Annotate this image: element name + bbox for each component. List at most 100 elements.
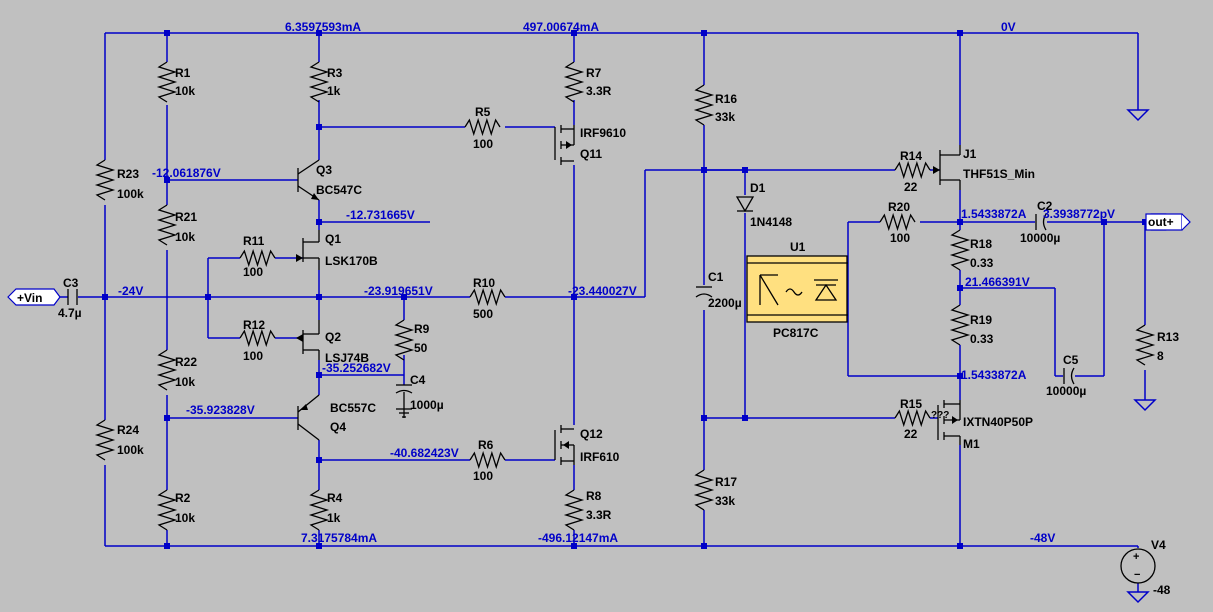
component-ref: R18	[970, 237, 992, 251]
resistor-r3[interactable]	[308, 61, 330, 103]
resistor-r6[interactable]	[469, 450, 506, 470]
resistor-r9[interactable]	[393, 319, 415, 361]
resistor-r4[interactable]	[308, 489, 330, 531]
component-ref: R20	[888, 200, 910, 214]
operating-point-label: 6.3597593mA	[285, 20, 361, 34]
component-value: 100	[243, 265, 263, 279]
component-ref: R3	[327, 66, 343, 80]
component-ref: U1	[790, 240, 806, 254]
component-value: 2200µ	[708, 296, 742, 310]
ground-symbol	[1126, 109, 1157, 604]
operating-point-label: 7.3175784mA	[301, 531, 377, 545]
resistor-r18[interactable]	[949, 229, 971, 271]
output-port[interactable]: out+	[1144, 213, 1191, 231]
component-value: LSJ74B	[325, 351, 369, 365]
svg-text:+: +	[1133, 551, 1139, 563]
capacitor-c4[interactable]	[395, 384, 413, 418]
resistor-r2[interactable]	[156, 489, 178, 531]
component-ref: R10	[473, 276, 495, 290]
operating-point-label: -496.12147mA	[538, 531, 618, 545]
diode-d1[interactable]	[735, 196, 755, 213]
resistor-r21[interactable]	[156, 204, 178, 246]
component-ref: R17	[715, 475, 737, 489]
resistor-r12[interactable]	[239, 328, 276, 348]
component-value: 22	[904, 180, 918, 194]
resistor-r20[interactable]	[879, 212, 916, 232]
component-ref: M1	[963, 437, 980, 451]
resistor-r23[interactable]	[94, 159, 116, 201]
operating-point-label: -24V	[118, 284, 143, 298]
component-value: 10000µ	[1046, 384, 1086, 398]
component-value: 10k	[175, 511, 195, 525]
resistor-r7[interactable]	[563, 61, 585, 103]
component-ref: R14	[900, 149, 922, 163]
component-value: 10k	[175, 84, 195, 98]
component-value: LSK170B	[325, 254, 378, 268]
capacitor-c5[interactable]	[1063, 367, 1075, 385]
operating-point-label: 497.00674mA	[523, 20, 599, 34]
operating-point-label: 1.5433872A	[961, 368, 1027, 382]
component-ref: Q11	[580, 147, 602, 161]
component-value: 22	[904, 427, 918, 441]
component-ref: R4	[327, 491, 343, 505]
component-value: 8	[1157, 349, 1164, 363]
optocoupler-u1[interactable]	[746, 255, 848, 323]
operating-point-label: -40.682423V	[390, 446, 459, 460]
voltage-source-v4[interactable]: + −	[1120, 548, 1156, 584]
svg-text:+Vin: +Vin	[17, 291, 42, 305]
component-value: 4.7µ	[58, 306, 82, 320]
mosfet-q11[interactable]	[554, 125, 575, 165]
resistor-r16[interactable]	[693, 84, 715, 126]
resistor-r15[interactable]	[894, 408, 931, 428]
component-ref: Q3	[316, 163, 332, 177]
component-value: 100k	[117, 443, 144, 457]
component-value: 100	[473, 137, 493, 151]
resistor-r19[interactable]	[949, 304, 971, 346]
jfet-q2[interactable]	[296, 320, 320, 360]
capacitor-c3[interactable]	[67, 289, 78, 305]
jfet-q1[interactable]	[296, 230, 320, 270]
component-value: IXTN40P50P	[963, 415, 1033, 429]
transistor-q4[interactable]	[297, 394, 320, 441]
resistor-r13[interactable]	[1134, 324, 1156, 366]
mosfet-q12[interactable]	[554, 425, 575, 465]
component-ref: R8	[586, 489, 602, 503]
transistor-q3[interactable]	[297, 159, 320, 201]
component-ref: R22	[175, 355, 197, 369]
component-ref: R6	[478, 438, 494, 452]
component-value: 1000µ	[410, 398, 444, 412]
operating-point-label: 1.5433872A	[961, 207, 1027, 221]
component-ref: R2	[175, 491, 191, 505]
input-port[interactable]: +Vin	[7, 288, 61, 306]
operating-point-label: -23.919651V	[364, 284, 433, 298]
resistor-r11[interactable]	[239, 248, 276, 268]
component-ref: R11	[243, 234, 265, 248]
component-ref: R7	[586, 66, 602, 80]
mosfet-m1[interactable]	[937, 400, 961, 445]
jfet-j1[interactable]	[933, 145, 961, 190]
resistor-r14[interactable]	[894, 160, 931, 180]
operating-point-label: -12.061876V	[152, 166, 221, 180]
component-ref: C4	[410, 373, 426, 387]
component-ref: C5	[1063, 353, 1079, 367]
resistor-r10[interactable]	[469, 287, 506, 307]
component-value: 10000µ	[1020, 231, 1060, 245]
resistor-r22[interactable]	[156, 349, 178, 391]
capacitor-c2[interactable]	[1035, 213, 1047, 231]
svg-text:out+: out+	[1148, 215, 1174, 229]
component-value: 33k	[715, 494, 735, 508]
component-ref: R16	[715, 92, 737, 106]
resistor-r5[interactable]	[464, 117, 501, 137]
component-value: THF51S_Min	[963, 167, 1035, 181]
resistor-r24[interactable]	[94, 419, 116, 461]
resistor-r8[interactable]	[563, 489, 585, 531]
component-value: IRF9610	[580, 126, 626, 140]
component-value: 33k	[715, 110, 735, 124]
component-value: 500	[473, 307, 493, 321]
component-ref: R12	[243, 318, 265, 332]
resistor-r17[interactable]	[693, 469, 715, 511]
capacitor-c1[interactable]	[695, 286, 713, 298]
resistor-r1[interactable]	[156, 61, 178, 103]
component-ref: C2	[1037, 199, 1053, 213]
